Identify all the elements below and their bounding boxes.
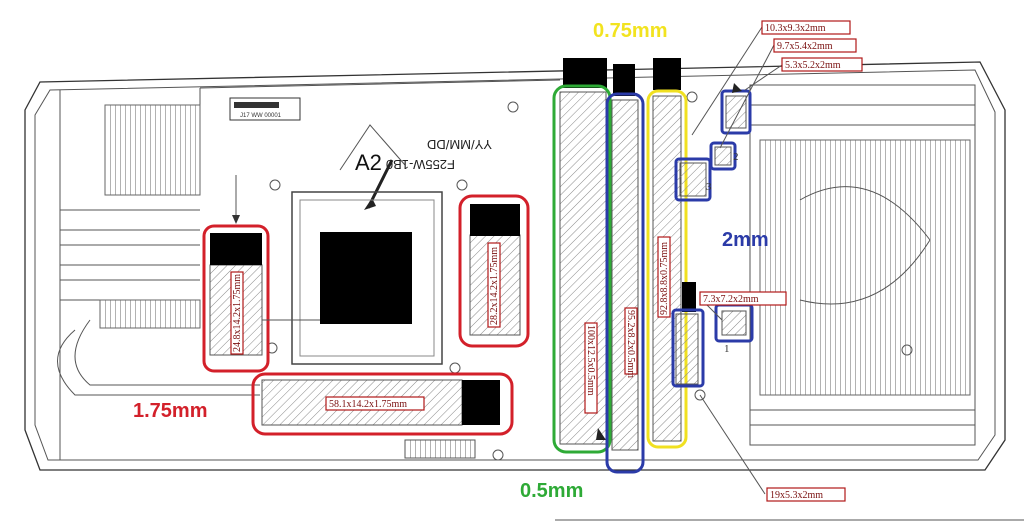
thickness-label-05: 0.5mm: [520, 480, 584, 502]
dim-bottom-right: 19x5.3x2mm: [766, 487, 846, 502]
left-heatpipes: [57, 209, 260, 396]
gpu-die: [320, 232, 412, 324]
pad-bottom-horizontal: 58.1x14.2x1.75mm: [251, 372, 514, 436]
mount-hole: [507, 101, 519, 113]
dim-right-small: 7.3x7.2x2mm: [699, 291, 787, 306]
date-code-text: YY/MM/DD: [427, 137, 492, 152]
mount-hole: [269, 179, 281, 191]
pad-dim-label: 95.2x8.2x0.5mm: [625, 310, 636, 378]
label-sticker: J17 WW 00001: [229, 97, 301, 121]
pad-small-top-3: 3: [674, 157, 712, 202]
mount-hole: [686, 91, 698, 103]
pad-small-top-1: [720, 83, 752, 135]
pad-dim-label: 5.3x5.2x2mm: [785, 60, 841, 71]
right-heatsink: [749, 84, 976, 446]
dim-top-2: 9.7x5.4x2mm: [773, 38, 857, 53]
pad-small-top-2: 2: [709, 141, 739, 171]
left-heatsink-fins: [104, 104, 201, 196]
gpu-frame: [291, 191, 443, 365]
pad-left-vertical: 24.8x14.2x1.75mm: [202, 175, 320, 373]
bottom-connector: [404, 439, 476, 459]
thickness-label-075: 0.75mm: [593, 20, 668, 42]
mount-hole: [456, 179, 468, 191]
thickness-label-2: 2mm: [722, 229, 769, 251]
board-outline: [24, 61, 1006, 471]
pad-dim-label: 10.3x9.3x2mm: [765, 23, 826, 34]
chip-marker-text: A2: [355, 150, 382, 175]
pad-blue-strip: 95.2x8.2x0.5mm: [605, 64, 645, 474]
sticker-text: J17 WW 00001: [240, 113, 282, 119]
thickness-label-175: 1.75mm: [133, 400, 208, 422]
part-code-text: F255W-1B0: [386, 157, 455, 172]
pad-small-right: 1: [714, 303, 754, 355]
pad-dim-label: 58.1x14.2x1.75mm: [329, 399, 407, 410]
pad-dim-label: 28.2x14.2x1.75mm: [489, 247, 500, 325]
pad-dim-label: 24.8x14.2x1.75mm: [232, 274, 243, 352]
dim-top-3: 5.3x5.2x2mm: [781, 57, 863, 72]
pad-dim-label: 19x5.3x2mm: [770, 490, 823, 501]
pad-dim-label: 7.3x7.2x2mm: [703, 294, 759, 305]
pad-number: 1: [724, 343, 730, 355]
mount-hole: [492, 449, 504, 461]
pad-green-strip: 100x12.5x0.5mm: [552, 58, 612, 454]
pad-red-right: 28.2x14.2x1.75mm: [458, 194, 530, 348]
pad-number: 2: [733, 151, 739, 163]
pad-dim-label: 9.7x5.4x2mm: [777, 41, 833, 52]
pad-dim-label: 100x12.5x0.5mm: [585, 325, 596, 396]
mount-hole: [449, 362, 461, 374]
pad-yellow-strip: 92.8x8.8x0.75mm: [646, 58, 688, 449]
dim-top-1: 10.3x9.3x2mm: [761, 20, 851, 35]
mount-hole: [694, 389, 706, 401]
pad-number: 3: [706, 181, 712, 193]
pad-dim-label: 92.8x8.8x0.75mm: [659, 242, 670, 315]
pad-bottom-right: [671, 282, 705, 388]
leader-lines: [691, 26, 783, 495]
